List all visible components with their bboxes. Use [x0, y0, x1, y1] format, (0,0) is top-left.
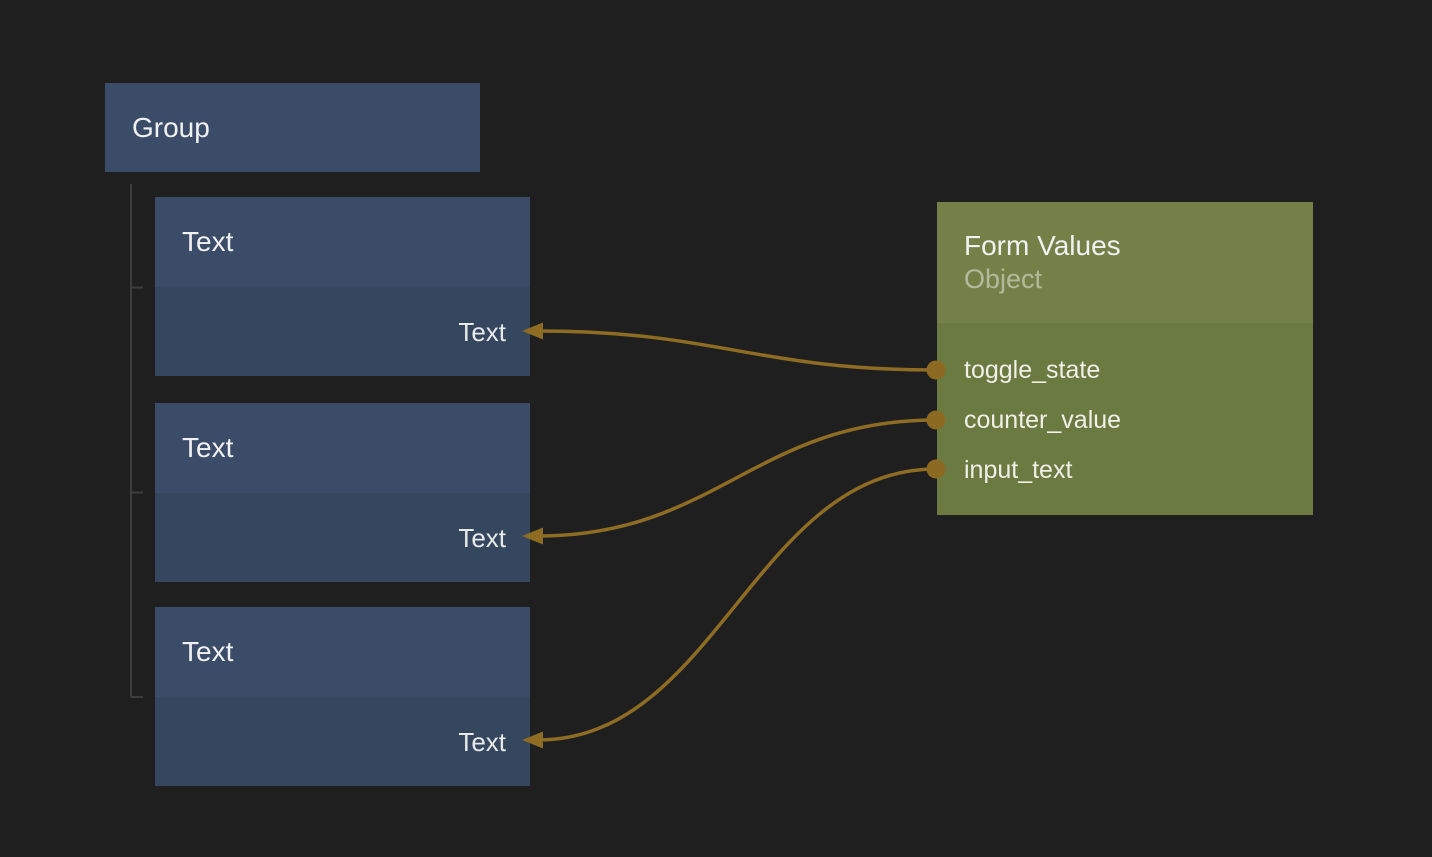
- output-port-row-input-text[interactable]: input_text: [937, 445, 1313, 495]
- connection-wire-toggle-state[interactable]: [537, 329, 937, 372]
- connection-wire-input-text[interactable]: [537, 467, 937, 742]
- tree-branch-lines: [130, 184, 143, 698]
- node-form-values-body: toggle_state counter_value input_text: [937, 323, 1313, 515]
- form-values-subtitle: Object: [964, 264, 1043, 294]
- node-text-3-title: Text: [182, 636, 234, 667]
- node-text-3-input-port-label[interactable]: Text: [458, 726, 506, 757]
- output-port-row-toggle-state[interactable]: toggle_state: [937, 345, 1313, 395]
- node-text-1-body: Text: [155, 287, 530, 376]
- node-text-1[interactable]: Text Text: [155, 197, 530, 376]
- node-group[interactable]: Group: [105, 83, 480, 172]
- node-form-values-header[interactable]: Form Values Object: [937, 202, 1313, 323]
- group-node-title: Group: [132, 111, 210, 143]
- node-text-1-header[interactable]: Text: [155, 197, 530, 287]
- output-port-row-counter-value[interactable]: counter_value: [937, 395, 1313, 445]
- node-text-3-body: Text: [155, 697, 530, 786]
- node-text-1-title: Text: [182, 226, 234, 257]
- connection-wire-counter-value[interactable]: [537, 418, 937, 538]
- node-text-2-body: Text: [155, 493, 530, 582]
- node-text-2-input-port-label[interactable]: Text: [458, 522, 506, 553]
- node-text-3[interactable]: Text Text: [155, 607, 530, 786]
- node-text-3-header[interactable]: Text: [155, 607, 530, 697]
- output-port-label-input-text: input_text: [964, 455, 1073, 484]
- node-text-1-input-port-label[interactable]: Text: [458, 316, 506, 347]
- form-values-title: Form Values: [964, 230, 1121, 261]
- output-port-label-counter-value: counter_value: [964, 405, 1122, 434]
- node-text-2-header[interactable]: Text: [155, 403, 530, 493]
- output-port-label-toggle-state: toggle_state: [964, 355, 1101, 384]
- node-text-2[interactable]: Text Text: [155, 403, 530, 582]
- node-form-values[interactable]: Form Values Object toggle_state counter_…: [937, 202, 1313, 515]
- node-text-2-title: Text: [182, 432, 234, 463]
